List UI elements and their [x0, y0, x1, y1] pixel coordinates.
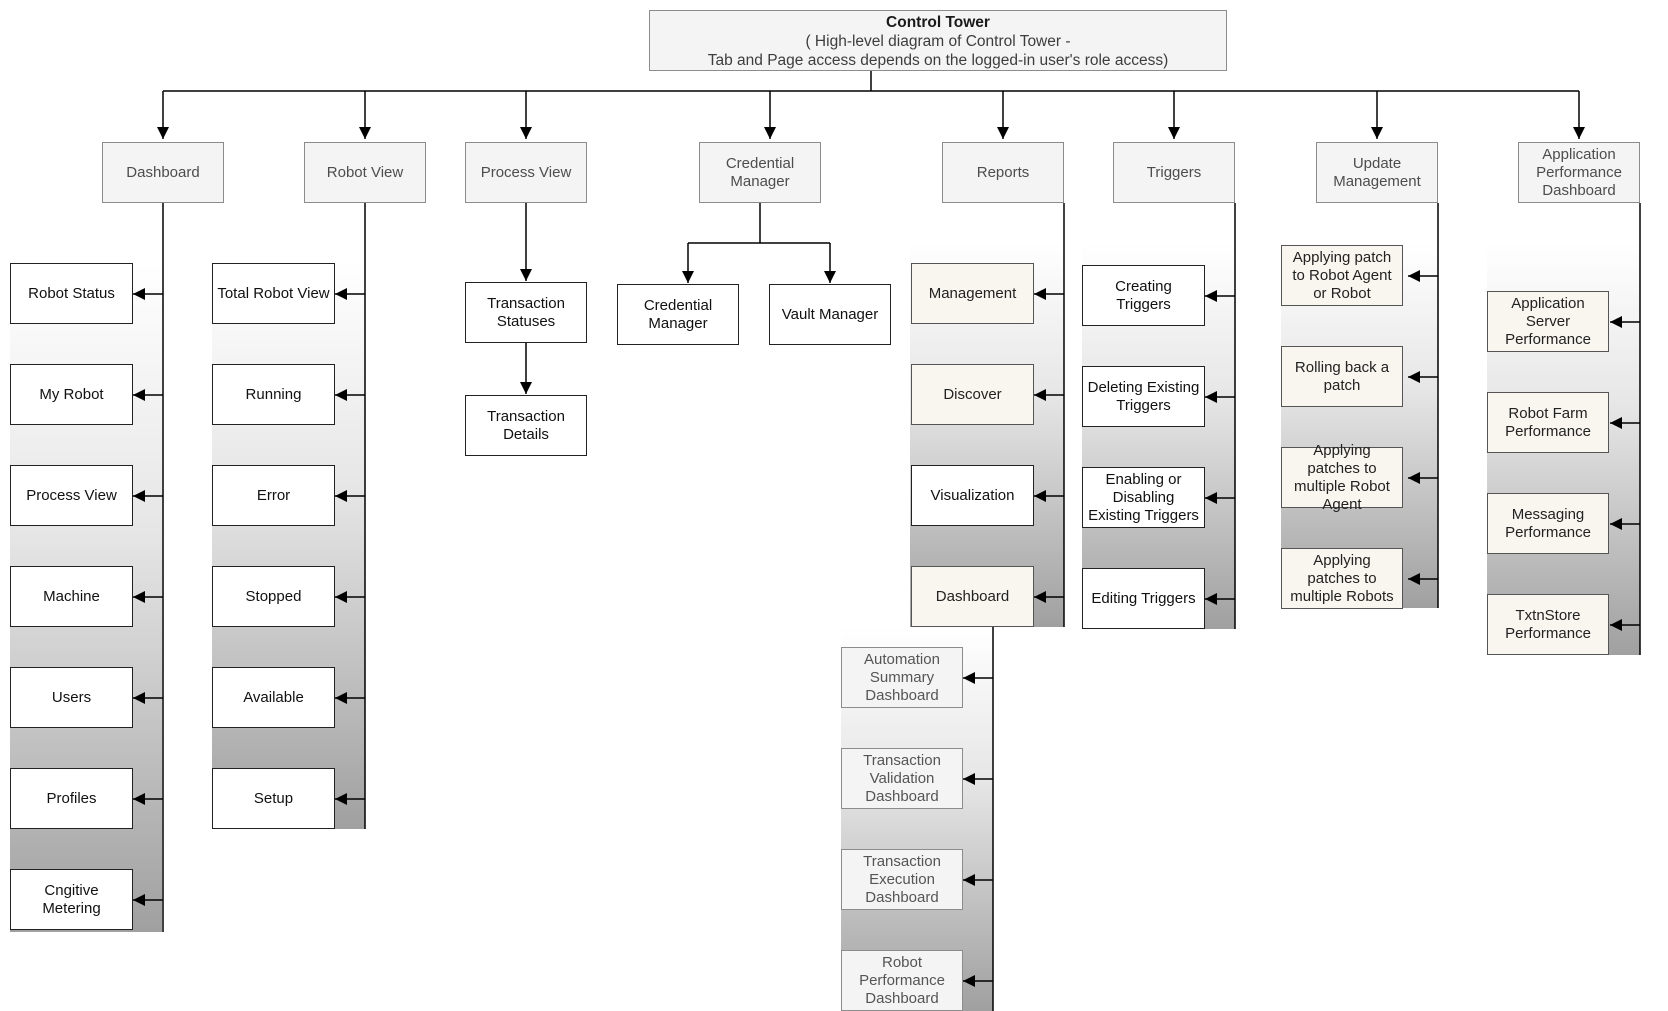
triggers-item: Creating Triggers	[1082, 265, 1205, 326]
robot-view-item: Available	[212, 667, 335, 728]
robot-view-item: Setup	[212, 768, 335, 829]
credential-item: Vault Manager	[769, 284, 891, 345]
app-perf-item: Robot Farm Performance	[1487, 392, 1609, 453]
tab-application-performance-dashboard: Application Performance Dashboard	[1518, 142, 1640, 203]
reports-item: Discover	[911, 364, 1034, 425]
triggers-item: Enabling or Disabling Existing Triggers	[1082, 467, 1205, 528]
robot-view-item: Error	[212, 465, 335, 526]
root-node: Control Tower ( High-level diagram of Co…	[649, 10, 1227, 71]
tab-robot-view: Robot View	[304, 142, 426, 203]
dashboard-item: Users	[10, 667, 133, 728]
update-management-item: Rolling back a patch	[1281, 346, 1403, 407]
credential-item: Credential Manager	[617, 284, 739, 345]
robot-view-item: Total Robot View	[212, 263, 335, 324]
tab-credential-manager: Credential Manager	[699, 142, 821, 203]
root-title: Control Tower	[886, 14, 990, 31]
update-management-item: Applying patch to Robot Agent or Robot	[1281, 245, 1403, 306]
robot-view-panel	[212, 262, 365, 829]
triggers-item: Editing Triggers	[1082, 568, 1205, 629]
dashboard-item: Robot Status	[10, 263, 133, 324]
reports-dashboard-item: Transaction Execution Dashboard	[841, 849, 963, 910]
tab-update-management: Update Management	[1316, 142, 1438, 203]
tab-triggers: Triggers	[1113, 142, 1235, 203]
app-perf-item: TxtnStore Performance	[1487, 594, 1609, 655]
reports-item: Dashboard	[911, 566, 1034, 627]
reports-item: Visualization	[911, 465, 1034, 526]
root-subtitle-line1: ( High-level diagram of Control Tower -	[805, 33, 1071, 50]
dashboard-item: Machine	[10, 566, 133, 627]
dashboard-item: Process View	[10, 465, 133, 526]
tab-reports: Reports	[942, 142, 1064, 203]
dashboard-item: Cngitive Metering	[10, 869, 133, 930]
process-view-item: Transaction Statuses	[465, 282, 587, 343]
dashboard-item: My Robot	[10, 364, 133, 425]
update-management-item: Applying patches to multiple Robots	[1281, 548, 1403, 609]
app-perf-item: Messaging Performance	[1487, 493, 1609, 554]
reports-item: Management	[911, 263, 1034, 324]
robot-view-item: Running	[212, 364, 335, 425]
root-subtitle-line2: Tab and Page access depends on the logge…	[707, 52, 1169, 69]
dashboard-item: Profiles	[10, 768, 133, 829]
triggers-item: Deleting Existing Triggers	[1082, 366, 1205, 427]
reports-dashboard-item: Automation Summary Dashboard	[841, 647, 963, 708]
reports-dashboard-item: Robot Performance Dashboard	[841, 950, 963, 1011]
update-management-item: Applying patches to multiple Robot Agent	[1281, 442, 1403, 513]
reports-dashboard-item: Transaction Validation Dashboard	[841, 748, 963, 809]
process-view-item: Transaction Details	[465, 395, 587, 456]
tab-dashboard: Dashboard	[102, 142, 224, 203]
app-perf-item: Application Server Performance	[1487, 291, 1609, 352]
robot-view-item: Stopped	[212, 566, 335, 627]
tab-process-view: Process View	[465, 142, 587, 203]
